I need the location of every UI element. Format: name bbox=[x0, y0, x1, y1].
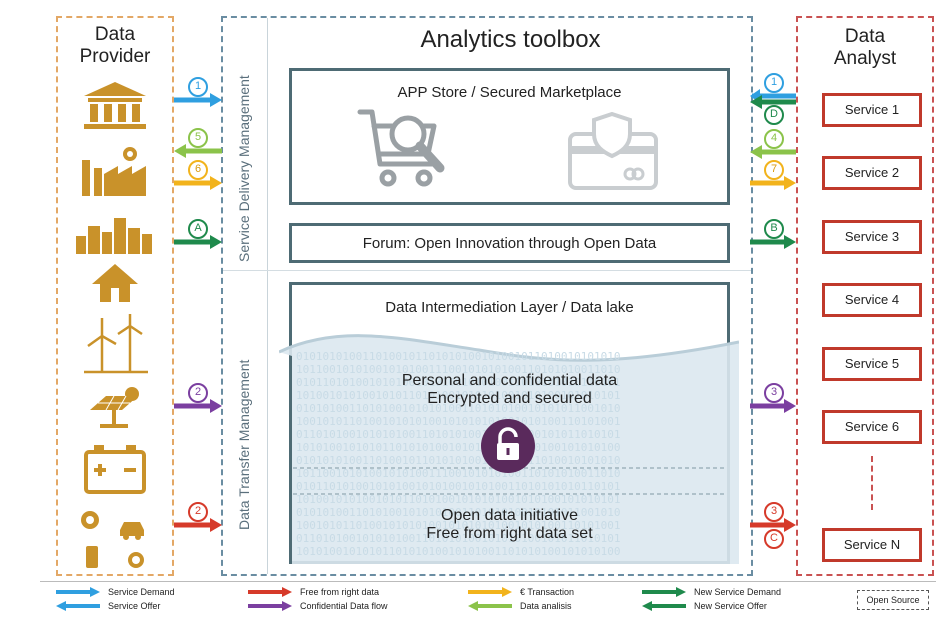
shopping-cart-search-icon bbox=[357, 109, 445, 187]
marker-right-3-red: 3 bbox=[770, 505, 778, 517]
marker-right-c: C bbox=[770, 532, 778, 544]
forum-label: Forum: Open Innovation through Open Data bbox=[362, 235, 657, 252]
service-n-box: Service N bbox=[822, 528, 922, 562]
marker-left-2-red: 2 bbox=[194, 505, 202, 517]
lock-icon bbox=[481, 419, 535, 473]
toolbox-left-divider bbox=[267, 18, 268, 574]
legend-open-source: Open Source bbox=[857, 590, 929, 610]
wind-turbines-icon bbox=[84, 314, 148, 374]
data-provider-column bbox=[56, 16, 174, 576]
right-flow-arrows bbox=[750, 73, 796, 549]
legend-confidential-data-flow: Confidential Data flow bbox=[300, 601, 388, 611]
service-ellipsis-line bbox=[871, 456, 873, 510]
data-analyst-column bbox=[796, 16, 934, 576]
marker-left-2-purple: 2 bbox=[194, 386, 202, 398]
service-delivery-management-label: Service Delivery Management bbox=[236, 75, 252, 262]
ev-charging-icon bbox=[81, 511, 144, 568]
legend-divider bbox=[40, 581, 936, 582]
battery-icon bbox=[84, 445, 146, 494]
marker-left-5: 5 bbox=[194, 131, 202, 143]
service-3-box: Service 3 bbox=[822, 220, 922, 254]
marker-left-1: 1 bbox=[194, 80, 202, 92]
service-4-box: Service 4 bbox=[822, 283, 922, 317]
legend-service-demand: Service Demand bbox=[108, 587, 175, 597]
secure-card-icon bbox=[568, 112, 658, 190]
marker-right-d: D bbox=[770, 108, 778, 120]
service-5-box: Service 5 bbox=[822, 347, 922, 381]
left-flow-arrows bbox=[174, 77, 222, 532]
marker-right-1: 1 bbox=[770, 76, 778, 88]
factory-icon bbox=[82, 147, 146, 196]
solar-panel-icon bbox=[90, 387, 139, 428]
data-transfer-management-label: Data Transfer Management bbox=[236, 359, 252, 530]
legend-data-analisis: Data analisis bbox=[520, 601, 572, 611]
marker-right-4: 4 bbox=[770, 132, 778, 144]
marker-right-b: B bbox=[770, 222, 778, 234]
app-store-label: APP Store / Secured Marketplace bbox=[397, 84, 622, 101]
city-buildings-icon bbox=[76, 218, 152, 254]
government-building-icon bbox=[84, 82, 146, 129]
legend-new-service-demand: New Service Demand bbox=[694, 587, 782, 597]
marker-left-6: 6 bbox=[194, 163, 202, 175]
service-1-box: Service 1 bbox=[822, 93, 922, 127]
service-2-box: Service 2 bbox=[822, 156, 922, 190]
legend-arrows bbox=[56, 587, 686, 611]
legend-service-offer: Service Offer bbox=[108, 601, 161, 611]
marker-left-a: A bbox=[194, 222, 202, 234]
binary-texture: 0101010100110100101101010100101001011010… bbox=[296, 350, 621, 558]
analytics-toolbox-frame bbox=[221, 16, 753, 576]
legend-euro-transaction: € Transaction bbox=[520, 587, 575, 597]
marker-right-7: 7 bbox=[770, 163, 778, 175]
legend-free-from-right-data: Free from right data bbox=[300, 587, 380, 597]
forum-panel: Forum: Open Innovation through Open Data bbox=[289, 223, 730, 263]
analytics-toolbox-title: Analytics toolbox bbox=[420, 26, 601, 53]
data-intermediation-label: Data Intermediation Layer / Data lake bbox=[385, 299, 634, 316]
service-6-box: Service 6 bbox=[822, 410, 922, 444]
legend-new-service-offer: New Service Offer bbox=[694, 601, 767, 611]
toolbox-section-divider bbox=[223, 270, 751, 271]
marker-right-3-purple: 3 bbox=[770, 386, 778, 398]
house-icon bbox=[92, 264, 138, 302]
